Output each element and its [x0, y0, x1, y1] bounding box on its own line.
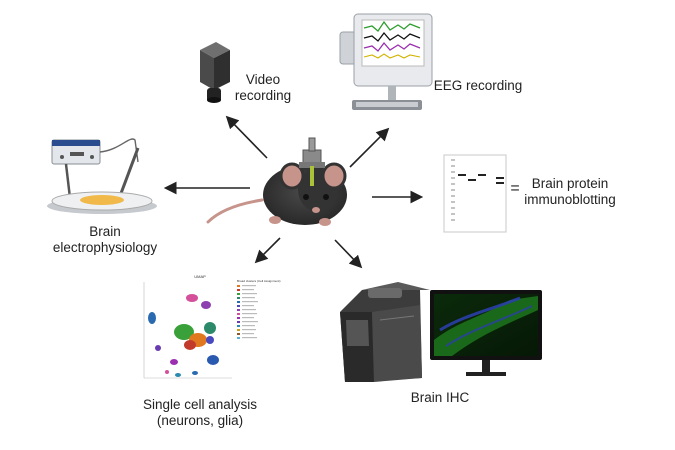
video-camera-icon — [200, 42, 230, 103]
single-cell-analysis-label: Single cell analysis (neurons, glia) — [120, 397, 280, 429]
electrophysiology-rig-icon — [47, 138, 157, 214]
brain-electrophysiology-label: Brain electrophysiology — [40, 224, 170, 256]
equals-sign: = — [510, 180, 520, 197]
brain-ihc-label: Brain IHC — [410, 390, 470, 405]
umap-legend-title: Broad clusters (Cell Assignment) — [237, 279, 281, 283]
ephys-label-line-2: electrophysiology — [52, 240, 158, 255]
arrow-to-video — [225, 115, 268, 159]
eeg-recording-label: EEG recording — [433, 78, 523, 93]
ephys-label-line-1: Brain — [89, 224, 121, 239]
video-label-line-2: recording — [234, 88, 292, 103]
umap-legend-swatches — [237, 285, 258, 339]
arrow-to-single-cell — [254, 237, 281, 264]
protein-label-line-2: immunoblotting — [524, 192, 616, 207]
ihc-monitor-icon — [430, 290, 542, 376]
umap-plot-icon: UMAP Broad clusters (Cell Assignment) — [136, 272, 281, 388]
arrow-to-ihc — [334, 239, 363, 269]
single-cell-label-line-1: Single cell analysis — [142, 397, 258, 412]
mouse-with-implant-icon — [206, 137, 347, 226]
microscope-scanner-icon — [340, 282, 430, 382]
video-label-line-1: Video — [245, 72, 281, 87]
western-blot-icon — [443, 154, 507, 233]
single-cell-label-line-2: (neurons, glia) — [156, 413, 244, 428]
protein-label-line-1: Brain protein — [531, 176, 609, 191]
protein-immunoblotting-label: Brain protein immunoblotting — [510, 176, 630, 208]
umap-title: UMAP — [194, 274, 206, 279]
arrow-to-eeg — [349, 127, 390, 168]
video-recording-label: Video recording — [228, 72, 298, 104]
arrows — [163, 115, 424, 269]
eeg-monitor-icon — [339, 13, 433, 110]
